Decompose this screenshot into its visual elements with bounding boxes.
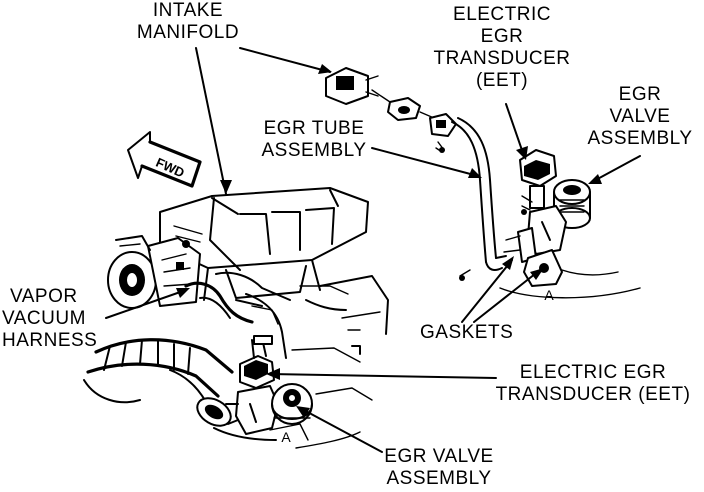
- label-gaskets: GASKETS: [420, 322, 514, 343]
- egr-tube-flange-upper: [325, 67, 457, 153]
- fwd-arrow-icon: FWD: [127, 131, 202, 188]
- egr-tube-upper: [451, 117, 507, 271]
- leader-lines: [105, 47, 641, 453]
- label-eet-bottom: ELECTRIC EGR TRANSDUCER (EET): [495, 362, 691, 405]
- view-a-label-lower: A: [281, 429, 291, 445]
- egr-assembly-lower: A: [225, 335, 313, 445]
- vapor-vacuum-harness: [184, 271, 349, 359]
- egr-assembly-upper: A: [459, 149, 641, 303]
- label-egr-valve-bottom: EGR VALVE ASSEMBLY: [384, 446, 494, 489]
- throttle-body: [107, 235, 201, 309]
- air-intake-hose: [83, 338, 277, 441]
- label-eet-top: ELECTRIC EGR TRANSDUCER (EET): [433, 4, 571, 91]
- label-intake-manifold: INTAKE MANIFOLD: [136, 0, 240, 43]
- view-a-label-upper: A: [544, 287, 554, 303]
- label-egr-valve-top: EGR VALVE ASSEMBLY: [587, 84, 693, 149]
- label-egr-tube: EGR TUBE ASSEMBLY: [261, 118, 367, 161]
- label-vapor-vacuum-harness: VAPOR VACUUM HARNESS: [2, 286, 98, 351]
- engine-block: [291, 275, 389, 449]
